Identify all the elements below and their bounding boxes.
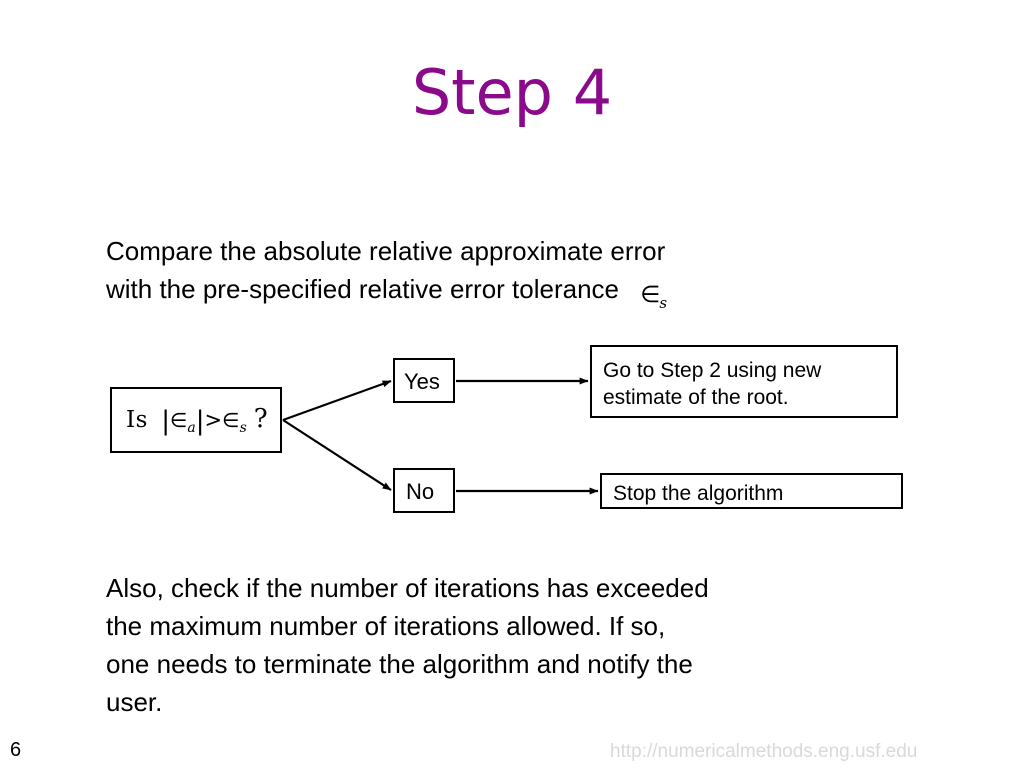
intro-paragraph: Compare the absolute relative approximat… bbox=[106, 232, 906, 312]
epsilon-s-tolerance: ∈s bbox=[640, 274, 668, 316]
no-box: No bbox=[393, 468, 455, 513]
page-title: Step 4 bbox=[411, 56, 613, 129]
goto-step2-line-2: estimate of the root. bbox=[603, 386, 789, 409]
note-paragraph-line-4: user. bbox=[106, 687, 163, 717]
goto-step2-text: Go to Step 2 using new estimate of the r… bbox=[603, 357, 893, 411]
note-paragraph-line-3: one needs to terminate the algorithm and… bbox=[106, 649, 693, 679]
no-box-label: No bbox=[406, 479, 435, 504]
note-paragraph-line-2: the maximum number of iterations allowed… bbox=[106, 611, 666, 641]
page-number: 6 bbox=[10, 739, 22, 761]
yes-box-label: Yes bbox=[404, 369, 440, 394]
stop-algorithm-box: Stop the algorithm bbox=[600, 473, 903, 509]
connector-decision-to-yes bbox=[282, 379, 392, 422]
epsilon-a-subscript: a bbox=[187, 420, 196, 436]
decision-formula: Is |∈a|>∈s? bbox=[126, 404, 268, 436]
goto-step2-line-1: Go to Step 2 using new bbox=[603, 359, 822, 382]
decision-box: Is |∈a|>∈s? bbox=[110, 387, 282, 453]
decision-label-is: Is bbox=[126, 407, 148, 433]
footer-url: http://numericalmethods.eng.usf.edu bbox=[610, 741, 918, 762]
epsilon-symbol-icon: ∈ bbox=[640, 282, 661, 308]
note-paragraph-line-1: Also, check if the number of iterations … bbox=[106, 573, 709, 603]
question-mark: ? bbox=[253, 404, 268, 434]
epsilon-a-symbol-icon: ∈ bbox=[170, 408, 188, 432]
intro-paragraph-line-2: with the pre-specified relative error to… bbox=[106, 270, 906, 312]
yes-box: Yes bbox=[393, 358, 455, 403]
stop-algorithm-label: Stop the algorithm bbox=[613, 482, 784, 505]
connector-decision-to-no bbox=[282, 419, 392, 491]
epsilon-s-symbol-icon: ∈ bbox=[222, 408, 240, 432]
abs-bar-close: | bbox=[195, 406, 205, 436]
note-paragraph: Also, check if the number of iterations … bbox=[106, 569, 916, 721]
epsilon-s-subscript-2: s bbox=[239, 420, 247, 436]
intro-paragraph-line-1: Compare the absolute relative approximat… bbox=[106, 236, 666, 266]
abs-bar-open: | bbox=[161, 406, 170, 436]
intro-paragraph-line-2-text: with the pre-specified relative error to… bbox=[106, 274, 620, 304]
greater-than-operator: > bbox=[204, 408, 223, 432]
goto-step2-box: Go to Step 2 using new estimate of the r… bbox=[590, 345, 898, 418]
epsilon-subscript: s bbox=[659, 294, 668, 312]
